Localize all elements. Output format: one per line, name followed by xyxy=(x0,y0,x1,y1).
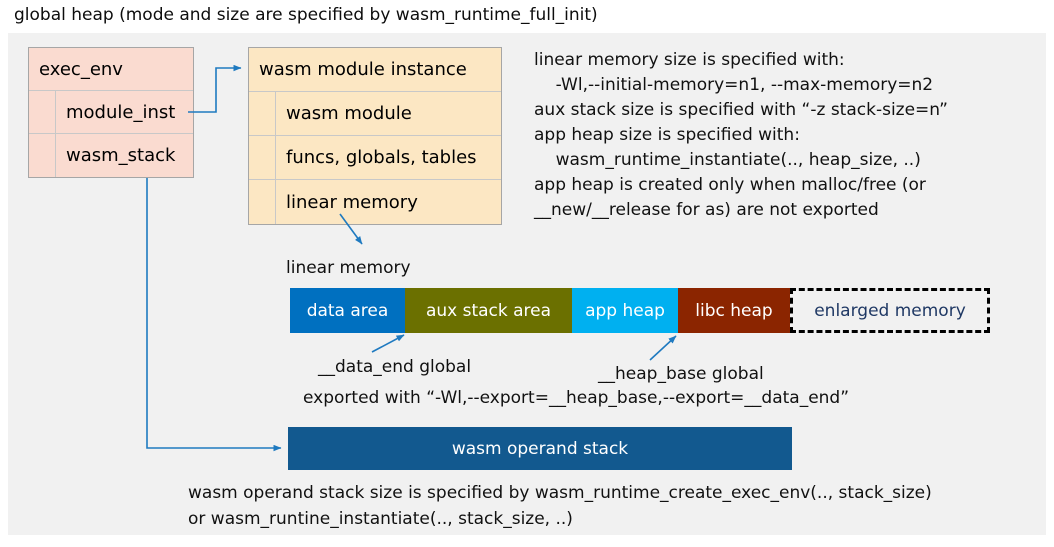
memory-segment-app-heap: app heap xyxy=(572,288,678,333)
exec-env-field-module-inst: module_inst xyxy=(29,91,193,134)
memory-spec-text: linear memory size is specified with: -W… xyxy=(534,50,948,220)
wasm-operand-stack-bar: wasm operand stack xyxy=(288,427,792,470)
module-instance-field-wasm-module: wasm module xyxy=(249,92,501,136)
memory-segment-label: aux stack area xyxy=(425,300,552,321)
operand-stack-note: wasm operand stack size is specified by … xyxy=(188,483,932,529)
exec-env-box: exec_env module_inst wasm_stack xyxy=(28,47,194,178)
indent-cell xyxy=(29,91,56,133)
memory-segment-label: enlarged memory xyxy=(814,300,966,321)
module-instance-field-linear-memory: linear memory xyxy=(249,180,501,224)
page-title: global heap (mode and size are specified… xyxy=(14,5,598,25)
memory-segment-enlarged-memory: enlarged memory xyxy=(790,288,990,333)
exec-env-field-wasm-stack: wasm_stack xyxy=(29,134,193,177)
memory-segment-aux-stack-area: aux stack area xyxy=(405,288,572,333)
annotation-heap-base: __heap_base global xyxy=(598,364,764,384)
indent-cell xyxy=(249,180,276,224)
indent-cell xyxy=(249,92,276,135)
annotation-exported-with: exported with “-Wl,--export=__heap_base,… xyxy=(303,388,850,408)
linear-memory-bar: data area aux stack area app heap libc heap… xyxy=(290,288,990,333)
module-instance-header-label: wasm module instance xyxy=(259,59,467,80)
module-instance-field-funcs-globals-tables: funcs, globals, tables xyxy=(249,136,501,180)
exec-env-header-label: exec_env xyxy=(39,58,123,80)
exec-env-field-label-wasm-stack: wasm_stack xyxy=(66,145,176,166)
memory-segment-libc-heap: libc heap xyxy=(678,288,790,333)
module-instance-field-label-wasm-module: wasm module xyxy=(286,103,412,124)
memory-segment-label: app heap xyxy=(585,300,665,321)
annotation-data-end: __data_end global xyxy=(318,357,472,377)
wasm-operand-stack-label: wasm operand stack xyxy=(451,438,629,459)
module-instance-field-label-linear-memory: linear memory xyxy=(286,191,418,213)
exec-env-field-label-module-inst: module_inst xyxy=(66,101,176,123)
wasm-module-instance-box: wasm module instance wasm module funcs, … xyxy=(248,47,502,225)
module-instance-field-label-funcs-globals-tables: funcs, globals, tables xyxy=(286,147,477,168)
memory-segment-label: data area xyxy=(306,300,389,321)
module-instance-header-row: wasm module instance xyxy=(249,48,501,92)
indent-cell xyxy=(29,134,56,177)
memory-segment-label: libc heap xyxy=(695,300,773,321)
exec-env-header-row: exec_env xyxy=(29,48,193,91)
linear-memory-caption: linear memory xyxy=(286,258,411,278)
indent-cell xyxy=(249,136,276,179)
memory-segment-data-area: data area xyxy=(290,288,405,333)
